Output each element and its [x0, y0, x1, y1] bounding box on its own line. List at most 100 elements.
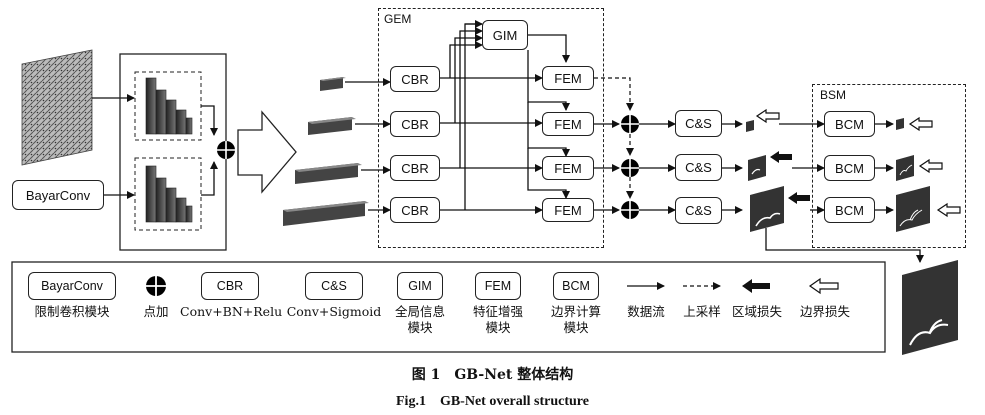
gim-label: GIM: [492, 27, 518, 43]
fem-module-3: FEM: [542, 156, 594, 180]
cbr-label: CBR: [401, 202, 429, 218]
region-loss-arrow-1: [770, 151, 792, 163]
bsm-region: [812, 84, 966, 248]
legend-fem: FEM 特征增强 模块: [466, 272, 530, 336]
legend-gim: GIM 全局信息 模块: [388, 272, 452, 336]
fem-label: FEM: [554, 160, 582, 176]
bcm-module-2: BCM: [824, 155, 875, 181]
cs-module-2: C&S: [675, 154, 722, 181]
boundary-loss-arrow-1: [755, 108, 780, 124]
fem-module-1: FEM: [542, 66, 594, 90]
legend-region-loss: 区域损失: [726, 304, 788, 320]
legend-add-icon: [146, 276, 166, 296]
boundary-loss-arrow-3: [918, 158, 943, 174]
add-node-backbone: [217, 141, 235, 159]
legend-box: [11, 261, 886, 353]
mask-large: [750, 186, 784, 232]
bsm-label: BSM: [820, 88, 847, 102]
feature-slab-1: [320, 77, 346, 91]
legend-cbr-box-label: CBR: [216, 279, 244, 293]
legend-boundary-loss-label: 边界损失: [799, 304, 850, 319]
boundary-loss-arrow-2: [908, 116, 933, 132]
legend-cbr: CBR Conv+BN+Relu: [180, 272, 282, 320]
encoder-box-2: [134, 157, 202, 231]
encoder-icon-1: [145, 77, 193, 135]
legend-gim-label-2: 模块: [407, 320, 433, 335]
legend-fem-label-2: 模块: [485, 320, 511, 335]
region-loss-arrow-2: [788, 192, 810, 204]
legend-bcm-box-label: BCM: [562, 279, 590, 293]
legend-region-loss-icon: [742, 279, 770, 293]
legend-bayarconv-box-label: BayarConv: [41, 279, 103, 293]
cbr-label: CBR: [401, 116, 429, 132]
legend-cs-box-label: C&S: [321, 279, 347, 293]
fem-label: FEM: [554, 116, 582, 132]
legend-boundary-loss-icon: [808, 277, 839, 295]
input-image: [21, 49, 93, 166]
legend-fem-label-1: 特征增强: [472, 304, 523, 319]
feature-slab-3: [295, 163, 362, 184]
cs-label: C&S: [685, 160, 712, 175]
legend-region-loss-label: 区域损失: [731, 304, 782, 319]
caption-en: Fig.1 GB-Net overall structure: [396, 394, 589, 409]
legend-boundary-loss: 边界损失: [794, 304, 856, 320]
bcm-label: BCM: [835, 202, 864, 218]
big-forward-arrow: [237, 110, 297, 194]
legend-dataflow: 数据流: [618, 304, 674, 320]
legend-fem-box-label: FEM: [484, 279, 512, 293]
legend-bcm-label-2: 模块: [563, 320, 589, 335]
legend-upsample-label: 上采样: [683, 304, 721, 319]
gem-region: [378, 8, 604, 248]
bayarconv-label: BayarConv: [25, 187, 91, 203]
feature-slab-2: [308, 117, 356, 135]
legend-bcm-label-1: 边界计算: [550, 304, 601, 319]
cbr-module-1: CBR: [390, 66, 440, 92]
cbr-label: CBR: [401, 160, 429, 176]
bcm-module-3: BCM: [824, 197, 875, 223]
fem-label: FEM: [554, 70, 582, 86]
boundary-map-medium: [896, 155, 914, 181]
mask-small: [746, 120, 754, 132]
cs-module-1: C&S: [675, 110, 722, 137]
cbr-module-2: CBR: [390, 111, 440, 137]
legend-bcm: BCM 边界计算 模块: [544, 272, 608, 336]
bcm-label: BCM: [835, 160, 864, 176]
add-node-3: [621, 201, 639, 219]
cs-label: C&S: [685, 203, 712, 218]
add-node-1: [621, 115, 639, 133]
add-node-2: [621, 159, 639, 177]
mask-medium: [748, 155, 766, 181]
cbr-module-4: CBR: [390, 197, 440, 223]
legend-upsample: 上采样: [674, 304, 730, 320]
gem-label: GEM: [384, 12, 412, 26]
legend-gim-label-1: 全局信息: [394, 304, 445, 319]
bcm-module-1: BCM: [824, 111, 875, 137]
cs-label: C&S: [685, 116, 712, 131]
cs-module-3: C&S: [675, 197, 722, 224]
bcm-label: BCM: [835, 116, 864, 132]
caption-cn: 图 1 GB-Net 整体结构: [411, 367, 574, 383]
bayarconv-module: BayarConv: [12, 180, 104, 210]
gim-module: GIM: [482, 20, 528, 50]
encoder-icon-2: [145, 165, 193, 223]
cbr-module-3: CBR: [390, 155, 440, 181]
legend-gim-box-label: GIM: [408, 279, 432, 293]
legend-cs: C&S Conv+Sigmoid: [284, 272, 384, 320]
fem-module-4: FEM: [542, 198, 594, 222]
boundary-map-small: [896, 118, 904, 130]
fem-module-2: FEM: [542, 112, 594, 136]
legend-cs-label: Conv+Sigmoid: [286, 304, 382, 319]
fem-label: FEM: [554, 202, 582, 218]
boundary-map-large: [896, 186, 930, 232]
legend-bayarconv-label: 限制卷积模块: [34, 304, 110, 319]
feature-slab-4: [283, 201, 369, 226]
cbr-label: CBR: [401, 71, 429, 87]
boundary-loss-arrow-4: [936, 202, 961, 218]
legend-add: 点加: [130, 304, 182, 320]
legend-bayarconv: BayarConv 限制卷积模块: [24, 272, 120, 320]
final-mask: [902, 260, 958, 355]
legend-add-label: 点加: [143, 304, 169, 319]
legend-dataflow-label: 数据流: [627, 304, 665, 319]
